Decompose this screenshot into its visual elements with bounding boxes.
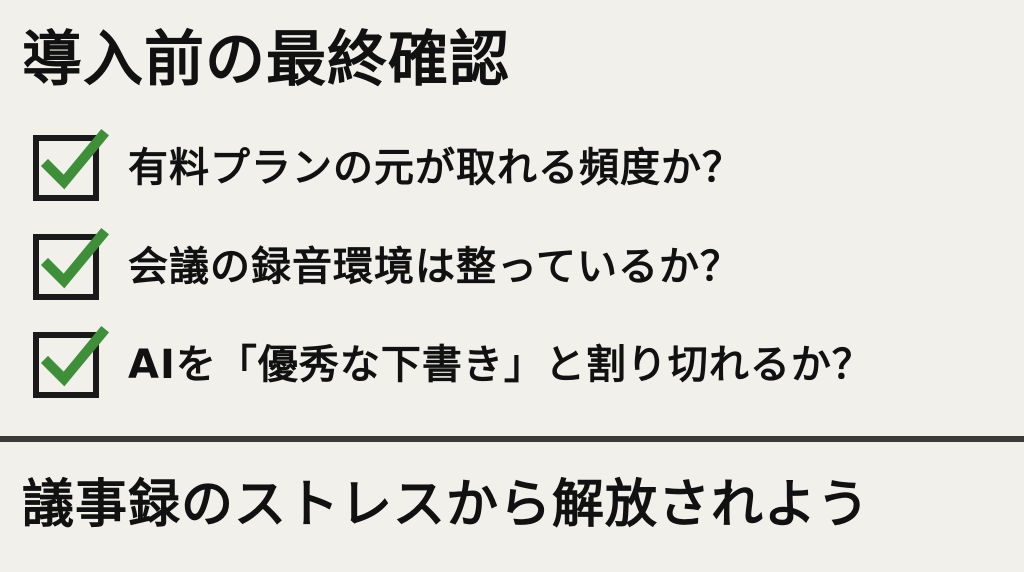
checklist-item: AIを「優秀な下書き」と割り切れるか？ (30, 325, 873, 405)
checkbox-checked-icon (30, 128, 110, 208)
checklist-item: 会議の録音環境は整っているか？ (30, 227, 741, 307)
divider (0, 436, 1024, 442)
checkbox-checked-icon (30, 227, 110, 307)
checklist-item-text: 有料プランの元が取れる頻度か？ (128, 145, 743, 191)
checklist-item: 有料プランの元が取れる頻度か？ (30, 128, 743, 208)
checklist-item-text: AIを「優秀な下書き」と割り切れるか？ (128, 342, 873, 388)
checklist-item-text: 会議の録音環境は整っているか？ (128, 244, 741, 290)
page-title: 導入前の最終確認 (22, 25, 510, 95)
footer-message: 議事録のストレスから解放されよう (22, 475, 871, 535)
checkbox-checked-icon (30, 325, 110, 405)
